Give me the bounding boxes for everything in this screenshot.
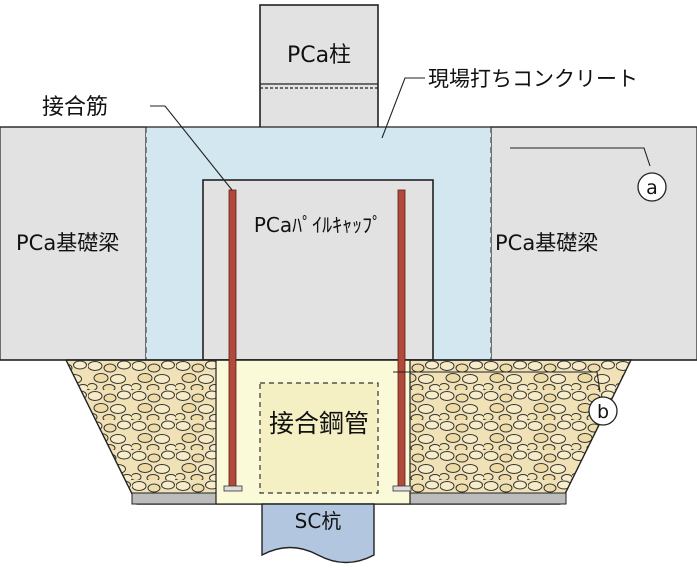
rebar-anchor-right xyxy=(392,485,412,492)
label-pca-column: PCa柱 xyxy=(287,43,351,68)
marker-b-text: b xyxy=(597,401,609,423)
joint-rebar-right xyxy=(397,189,406,489)
marker-b-circle xyxy=(588,396,618,426)
sc-pile xyxy=(261,503,375,564)
joint-rebar-left xyxy=(228,189,237,489)
leader-joint-rebar xyxy=(150,105,233,191)
label-sc-pile: SC杭 xyxy=(295,509,342,533)
label-pca-beam-left: PCa基礎梁 xyxy=(16,231,119,255)
leader-a xyxy=(510,147,651,167)
label-joint-rebar: 接合筋 xyxy=(42,95,108,120)
marker-a-text: a xyxy=(646,177,658,199)
leader-b xyxy=(393,371,601,393)
pca-pile-cap xyxy=(202,179,434,361)
leader-site-concrete xyxy=(381,77,425,139)
label-joint-steel-pipe: 接合鋼管 xyxy=(269,409,369,438)
rebar-anchor-left xyxy=(223,485,243,492)
pca-beam-left xyxy=(0,126,147,361)
joint-steel-pipe xyxy=(259,382,379,494)
label-site-concrete: 現場打ちコンクリート xyxy=(428,67,638,91)
label-pca-pile-cap: PCaﾊﾟｲﾙｷｬｯﾌﾟ xyxy=(254,213,382,237)
marker-a-circle xyxy=(637,172,667,202)
label-pca-beam-right: PCa基礎梁 xyxy=(495,231,598,255)
